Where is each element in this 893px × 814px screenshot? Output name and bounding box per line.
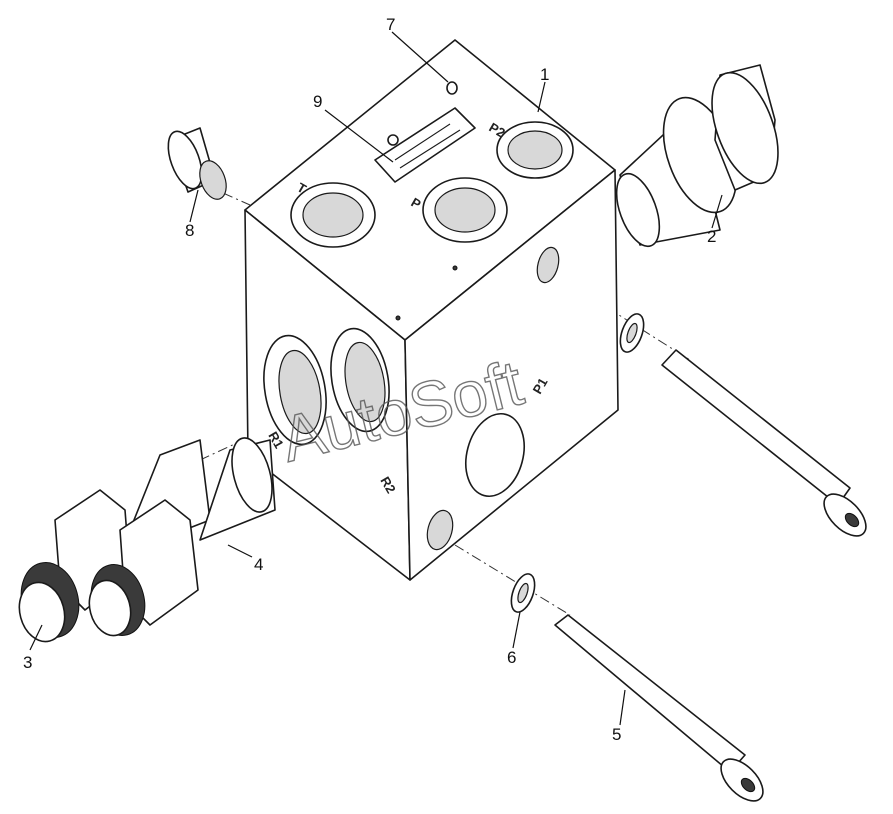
callout-1: 1 bbox=[540, 65, 549, 84]
leader-lines bbox=[29, 31, 723, 726]
side-hole-upper bbox=[536, 246, 560, 284]
callout-9: 9 bbox=[313, 92, 322, 111]
callout-3: 3 bbox=[23, 653, 32, 672]
bolt-lower bbox=[554, 614, 764, 802]
callout-2: 2 bbox=[707, 227, 716, 246]
top-port-p bbox=[422, 177, 508, 243]
pin bbox=[446, 81, 458, 95]
top-port-t bbox=[290, 182, 376, 248]
fitting-front-right bbox=[88, 437, 276, 637]
front-port-left bbox=[263, 334, 327, 446]
side-port-p1 bbox=[465, 412, 525, 498]
plug-left bbox=[167, 127, 227, 200]
side-hole-lower bbox=[426, 509, 454, 551]
bolt-upper bbox=[661, 349, 867, 537]
top-port-p2 bbox=[496, 121, 574, 179]
front-port-right bbox=[330, 327, 390, 433]
small-hole bbox=[452, 265, 458, 271]
callout-7: 7 bbox=[386, 15, 395, 34]
valve-body bbox=[244, 39, 619, 581]
callout-6: 6 bbox=[507, 648, 516, 667]
port-label-p1: P1 bbox=[530, 375, 551, 396]
washer-upper-hole bbox=[626, 322, 638, 344]
fitting-right bbox=[615, 64, 779, 248]
callouts: 1 2 3 4 5 6 7 8 9 bbox=[23, 15, 716, 744]
callout-5: 5 bbox=[612, 725, 621, 744]
port-label-r2: R2 bbox=[377, 474, 398, 496]
nameplate bbox=[374, 107, 476, 183]
port-label-p2: P2 bbox=[487, 120, 508, 141]
callout-4: 4 bbox=[254, 555, 263, 574]
washer-lower-hole bbox=[517, 582, 529, 604]
small-hole bbox=[395, 315, 401, 321]
callout-8: 8 bbox=[185, 221, 194, 240]
port-label-r1: R1 bbox=[265, 429, 286, 451]
